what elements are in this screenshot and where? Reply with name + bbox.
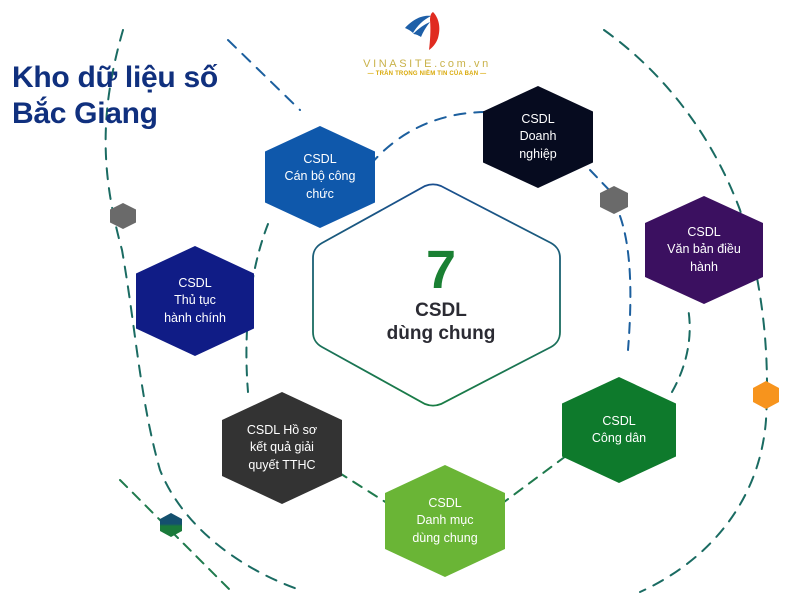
hexagon-node-label-line: Danh mục — [416, 513, 474, 528]
link-danhmuc-congdan — [499, 455, 567, 506]
link-congdan-vanban — [671, 307, 691, 393]
hexagon-node-label-line: Cán bộ công — [284, 169, 356, 184]
hexagon-node-label-line: CSDL — [521, 112, 555, 127]
hexagon-node-label-line: CSDL — [178, 276, 212, 291]
top-left-stub — [227, 39, 301, 111]
hexagon-node-label-line: Công dân — [591, 431, 647, 445]
hexagon-node-label-line: Văn bản điều — [667, 242, 741, 257]
hexagon-node-doanh-nghiep[interactable]: CSDL Doanh nghiệp — [483, 86, 593, 188]
hexagon-node-label-line: Doanh — [519, 129, 557, 144]
hexagon-node-label-line: CSDL — [303, 152, 337, 167]
link-canbo-doanhnghiep — [369, 111, 489, 166]
hexagon-node-label-line: CSDL — [602, 413, 636, 428]
deco-hexagon-blue-green-bottom-left — [160, 513, 182, 537]
hexagon-node-label: CSDL Danh mục dùng chung — [412, 495, 477, 547]
hexagon-node-label: CSDL Thủ tục hành chính — [164, 275, 226, 327]
hexagon-node-label-line: kết quả giải — [250, 440, 314, 455]
center-caption-line-2: dùng chung — [386, 322, 496, 344]
hexagon-node-label-line: CSDL Hồ sơ — [246, 423, 318, 438]
hexagon-node-label-line: quyết TTHC — [248, 457, 316, 472]
page-title-line-2: Bắc Giang — [12, 97, 158, 130]
page-title-line-1: Kho dữ liệu số — [12, 61, 218, 94]
page-title: Kho dữ liệu số Bắc Giang — [12, 60, 312, 132]
hexagon-node-thu-tuc-hanh-chinh[interactable]: CSDL Thủ tục hành chính — [136, 246, 254, 356]
hexagon-node-label-line: chức — [306, 186, 334, 201]
vinasite-logo: VINASITE.com.vn — TRÂN TRỌNG NIỀM TIN CỦ… — [352, 8, 502, 77]
hexagon-node-label: CSDL Văn bản điều hành — [667, 224, 741, 276]
logo-tagline: — TRÂN TRỌNG NIỀM TIN CỦA BẠN — — [367, 71, 487, 77]
link-grayhex-vanban — [619, 215, 632, 351]
center-caption-line-1: CSDL — [415, 300, 467, 322]
hexagon-node-label-line: hành — [690, 259, 718, 274]
bottom-left-stub — [119, 479, 231, 591]
hexagon-node-label: CSDL Công dân — [592, 413, 646, 448]
hexagon-node-label: CSDL Hồ sơ kết quả giải quyết TTHC — [247, 422, 317, 474]
center-count: 7 — [425, 239, 457, 300]
hexagon-node-label: CSDL Doanh nghiệp — [519, 111, 557, 163]
hexagon-node-label-line: Thủ tục — [174, 293, 216, 308]
hexagon-node-can-bo-cong-chuc[interactable]: CSDL Cán bộ công chức — [265, 126, 375, 228]
hexagon-node-label-line: CSDL — [428, 496, 462, 511]
center-caption: CSDL dùng chung — [387, 300, 496, 345]
hexagon-node-label: CSDL Cán bộ công chức — [285, 151, 356, 203]
outer-arc-left — [104, 29, 301, 591]
center-hexagon: 7 CSDL dùng chung — [322, 185, 560, 405]
center-hexagon-outline — [312, 183, 561, 407]
hexagon-node-label-line: hành chính — [164, 310, 226, 325]
hexagon-node-label-line: dùng chung — [412, 530, 478, 545]
hexagon-node-label-line: nghiệp — [519, 146, 557, 161]
logo-wordmark: VINASITE.com.vn — [363, 58, 491, 70]
vinasite-bird-logo-icon — [405, 12, 440, 50]
hexagon-node-van-ban-dieu-hanh[interactable]: CSDL Văn bản điều hành — [645, 196, 763, 304]
hexagon-node-label-line: CSDL — [687, 225, 721, 240]
outer-arc-right — [603, 29, 768, 593]
deco-hexagon-gray-right — [600, 186, 628, 214]
